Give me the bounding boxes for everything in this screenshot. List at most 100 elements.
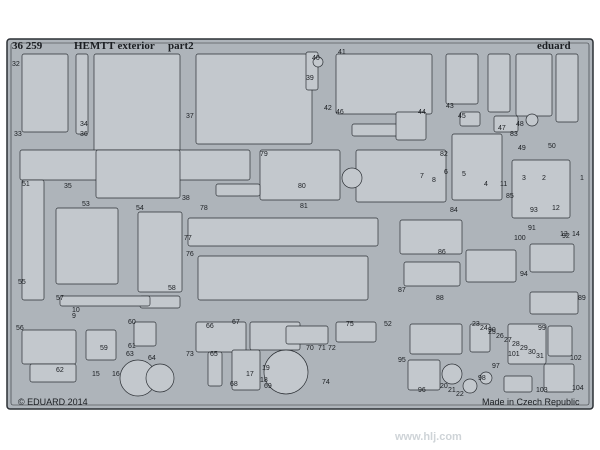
- part-number-label: 15: [92, 371, 100, 378]
- part-number-label: 67: [232, 319, 240, 326]
- part-number-label: 59: [100, 345, 108, 352]
- etched-part: [451, 133, 503, 201]
- part-number-label: 69: [264, 383, 272, 390]
- part-number-label: 98: [478, 375, 486, 382]
- part-number-label: 42: [324, 105, 332, 112]
- part-number-label: 54: [136, 205, 144, 212]
- part-number-label: 85: [506, 193, 514, 200]
- etched-round-part: [263, 349, 309, 395]
- copyright-text: © EDUARD 2014: [18, 397, 88, 407]
- part-number-label: 93: [530, 207, 538, 214]
- etched-part: [445, 53, 479, 105]
- part-number-label: 37: [186, 113, 194, 120]
- part-number-label: 79: [260, 151, 268, 158]
- part-number-label: 47: [498, 125, 506, 132]
- etched-part: [197, 255, 369, 301]
- etched-part: [75, 53, 89, 135]
- part-number-label: 22: [456, 391, 464, 398]
- part-number-label: 19: [262, 365, 270, 372]
- part-number-label: 92: [562, 233, 570, 240]
- etched-part: [409, 323, 463, 355]
- etched-round-part: [441, 363, 463, 385]
- part-number-label: 66: [206, 323, 214, 330]
- part-number-label: 101: [508, 351, 520, 358]
- part-number-label: 25: [488, 329, 496, 336]
- part-number-label: 90: [488, 327, 496, 334]
- part-number-label: 13: [560, 231, 568, 238]
- part-number-label: 5: [462, 171, 466, 178]
- etched-round-part: [479, 371, 493, 385]
- part-number-label: 3: [522, 175, 526, 182]
- part-number-label: 33: [14, 131, 22, 138]
- part-number-label: 65: [210, 351, 218, 358]
- part-number-label: 86: [438, 249, 446, 256]
- part-number-label: 84: [450, 207, 458, 214]
- part-number-label: 62: [56, 367, 64, 374]
- part-number-label: 80: [298, 183, 306, 190]
- etched-part: [529, 243, 575, 273]
- part-number-label: 35: [64, 183, 72, 190]
- part-number-label: 81: [300, 203, 308, 210]
- etched-part: [93, 53, 181, 165]
- part-number-label: 39: [306, 75, 314, 82]
- part-number-label: 72: [328, 345, 336, 352]
- etched-part: [85, 329, 117, 361]
- etched-round-part: [341, 167, 363, 189]
- part-number-label: 51: [22, 181, 30, 188]
- part-number-label: 7: [420, 173, 424, 180]
- part-number-label: 36: [80, 131, 88, 138]
- part-number-label: 100: [514, 235, 526, 242]
- part-number-label: 70: [306, 345, 314, 352]
- part-number-label: 27: [504, 337, 512, 344]
- etched-part: [469, 323, 491, 353]
- etched-part: [21, 179, 45, 301]
- sheet-part: part2: [168, 40, 194, 52]
- part-number-label: 83: [510, 131, 518, 138]
- etched-part: [207, 351, 223, 387]
- etched-part: [547, 325, 573, 357]
- part-number-label: 96: [418, 387, 426, 394]
- part-number-label: 20: [440, 383, 448, 390]
- etched-part: [487, 53, 511, 113]
- part-number-label: 1: [580, 175, 584, 182]
- etched-part: [543, 363, 575, 393]
- part-number-label: 58: [168, 285, 176, 292]
- etched-part: [507, 323, 547, 365]
- etched-part: [21, 329, 77, 365]
- part-number-label: 29: [520, 345, 528, 352]
- etched-part: [285, 325, 329, 345]
- part-number-label: 30: [528, 349, 536, 356]
- origin-text: Made in Czech Republic: [482, 397, 580, 407]
- part-number-label: 87: [398, 287, 406, 294]
- sheet-title: HEMTT exterior: [74, 40, 155, 52]
- etched-part: [529, 291, 579, 315]
- part-number-label: 6: [444, 169, 448, 176]
- part-number-label: 38: [182, 195, 190, 202]
- part-number-label: 50: [548, 143, 556, 150]
- part-number-label: 31: [536, 353, 544, 360]
- etched-part: [187, 217, 379, 247]
- part-number-label: 43: [446, 103, 454, 110]
- part-number-label: 77: [184, 235, 192, 242]
- part-number-label: 18: [260, 377, 268, 384]
- part-number-label: 14: [572, 231, 580, 238]
- part-number-label: 34: [80, 121, 88, 128]
- etched-part: [95, 149, 181, 199]
- part-number-label: 103: [536, 387, 548, 394]
- part-number-label: 28: [512, 341, 520, 348]
- sheet-number: 36 259: [12, 40, 43, 52]
- part-number-label: 95: [398, 357, 406, 364]
- part-number-label: 48: [516, 121, 524, 128]
- part-number-label: 44: [418, 109, 426, 116]
- etched-part: [259, 149, 341, 201]
- etched-part: [195, 321, 247, 353]
- part-number-label: 64: [148, 355, 156, 362]
- part-number-label: 97: [492, 363, 500, 370]
- part-number-label: 63: [126, 351, 134, 358]
- part-number-label: 56: [16, 325, 24, 332]
- etched-round-part: [525, 113, 539, 127]
- part-number-label: 57: [56, 295, 64, 302]
- etched-part: [335, 321, 377, 343]
- part-number-label: 21: [448, 387, 456, 394]
